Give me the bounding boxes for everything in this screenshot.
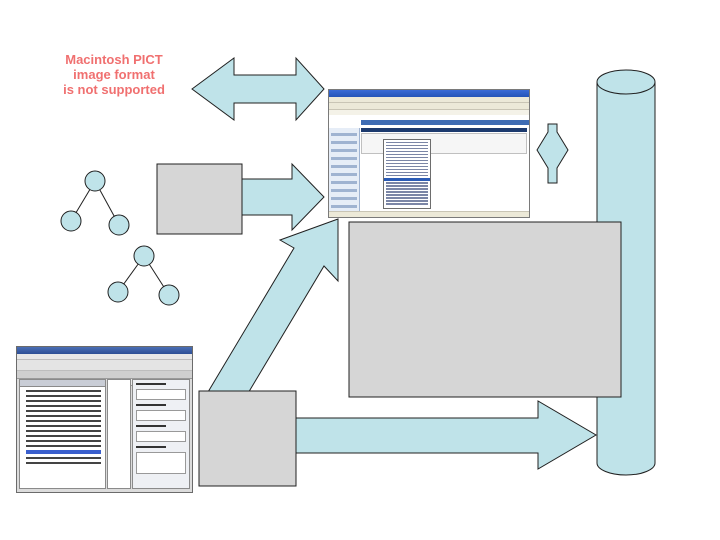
browser-dropdown-list	[383, 139, 431, 209]
editor-instance-list	[107, 379, 131, 489]
editor-form-panel	[132, 379, 190, 489]
double-arrow-vertical	[536, 123, 569, 184]
arrow-right-lower	[295, 400, 597, 470]
pict-line-1: Macintosh PICT	[65, 52, 163, 67]
central-box	[348, 221, 622, 398]
ontology-editor-screenshot	[16, 346, 193, 493]
arrow-diagonal	[207, 218, 339, 411]
pict-line-3: is not supported	[63, 82, 165, 97]
web-browser-screenshot	[328, 89, 530, 218]
editor-menubar	[17, 354, 192, 360]
browser-titlebar	[329, 90, 529, 97]
arrow-right-upper	[241, 162, 325, 232]
browser-header-bar	[361, 120, 529, 125]
editor-toolbar	[17, 360, 192, 371]
double-arrow-horizontal	[191, 56, 325, 122]
editor-tabs	[17, 371, 192, 386]
tree-diagram-large	[107, 245, 180, 306]
source-box-lower	[198, 390, 297, 487]
browser-status-bar	[329, 211, 529, 217]
browser-toolbar	[329, 103, 529, 110]
site-logo-icon	[331, 116, 359, 126]
editor-titlebar	[17, 347, 192, 354]
browser-section-bar	[361, 128, 527, 132]
browser-nav-panel	[329, 128, 360, 216]
pict-unsupported-notice: Macintosh PICT image format is not suppo…	[58, 52, 170, 97]
browser-menubar	[329, 97, 529, 103]
editor-class-tree	[19, 379, 106, 489]
pict-line-2: image format	[73, 67, 155, 82]
tree-diagram-small	[60, 170, 130, 236]
source-box-upper	[156, 163, 243, 235]
